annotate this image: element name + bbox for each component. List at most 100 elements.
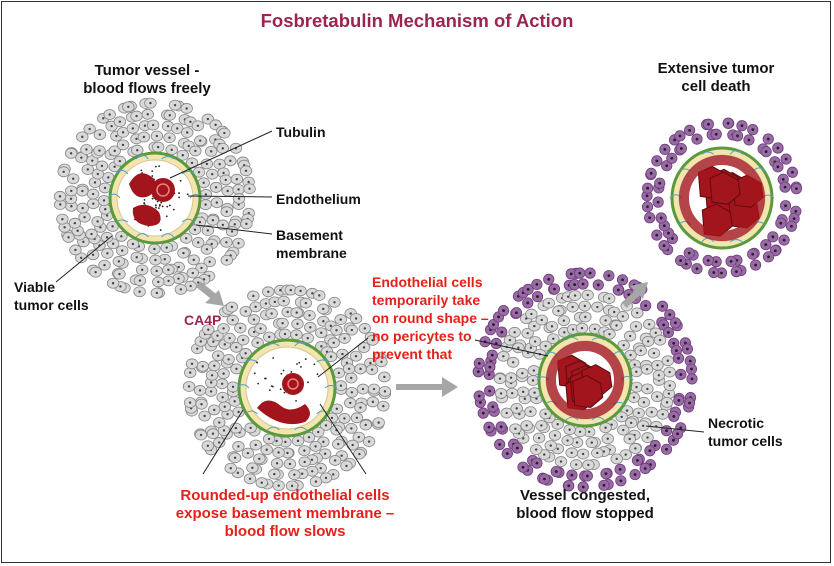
cell-nucleus: [655, 233, 659, 237]
cell-nucleus: [111, 282, 115, 285]
cell-nucleus: [343, 417, 346, 420]
cell-nucleus: [635, 311, 639, 315]
cell-nucleus: [720, 271, 723, 275]
cell-nucleus: [383, 390, 387, 393]
cell-nucleus: [283, 332, 287, 336]
cell-nucleus: [185, 237, 188, 240]
cell-nucleus: [121, 131, 125, 134]
figure-title: Fosbretabulin Mechanism of Action: [260, 10, 574, 31]
label-viable-line-2: tumor cells: [14, 297, 89, 313]
cell-nucleus: [200, 402, 203, 406]
cell-nucleus: [556, 447, 560, 451]
cell-nucleus: [550, 325, 554, 328]
cell-nucleus: [251, 466, 254, 470]
cell-nucleus: [118, 159, 122, 163]
cell-nucleus: [332, 473, 335, 476]
red-blood-cell: [257, 400, 310, 425]
cell-nucleus: [620, 415, 623, 419]
cell-nucleus: [102, 117, 105, 120]
cell-nucleus: [254, 305, 257, 309]
cell-nucleus: [233, 400, 236, 403]
label-extensive-cell-death: Extensive tumor cell death: [628, 60, 804, 96]
label-death-line-1: Extensive tumor: [657, 60, 775, 77]
cell-nucleus: [677, 399, 681, 402]
cell-nucleus: [200, 266, 203, 270]
cell-nucleus: [552, 337, 555, 340]
cell-nucleus: [792, 217, 796, 220]
cell-nucleus: [526, 287, 530, 291]
cell-nucleus: [633, 473, 637, 476]
cell-nucleus: [672, 415, 676, 418]
red-blood-cell: [282, 373, 304, 395]
cell-nucleus: [509, 376, 513, 379]
plasma-dot: [178, 192, 180, 194]
cell-nucleus: [627, 293, 631, 297]
cell-nucleus: [369, 361, 372, 365]
cell-nucleus: [557, 309, 560, 313]
tubulin-fibre: [729, 239, 743, 243]
cell-nucleus: [59, 203, 62, 206]
stage-1-normal-vessel: [53, 97, 256, 299]
tubulin-fibre: [181, 218, 195, 223]
cell-nucleus: [98, 149, 101, 152]
cell-nucleus: [118, 272, 121, 276]
cell-nucleus: [155, 269, 158, 273]
cell-nucleus: [670, 156, 674, 160]
cell-nucleus: [622, 344, 625, 347]
cell-nucleus: [62, 170, 65, 173]
cell-nucleus: [648, 323, 651, 326]
cell-nucleus: [637, 411, 640, 415]
cell-nucleus: [350, 427, 353, 430]
cell-nucleus: [165, 246, 168, 249]
label-temporary-round-shape: Endothelial cells temporarily take on ro…: [372, 273, 489, 363]
arrow-down-to-stage-2: [195, 281, 224, 306]
cell-nucleus: [131, 242, 135, 246]
cell-nucleus: [193, 228, 197, 231]
cell-nucleus: [490, 353, 494, 357]
cell-nucleus: [510, 392, 514, 395]
cell-nucleus: [199, 340, 202, 343]
cell-nucleus: [531, 379, 535, 382]
cell-nucleus: [153, 247, 156, 251]
cell-nucleus: [740, 124, 744, 128]
cell-nucleus: [593, 327, 597, 331]
cell-nucleus: [83, 216, 86, 219]
cell-nucleus: [580, 326, 584, 330]
cell-nucleus: [508, 338, 512, 342]
cell-nucleus: [76, 229, 79, 232]
cell-nucleus: [231, 385, 235, 389]
cell-nucleus: [672, 341, 676, 345]
plasma-dot: [283, 391, 286, 394]
cell-nucleus: [211, 172, 214, 176]
plasma-dot: [298, 361, 301, 364]
cell-nucleus: [676, 432, 679, 436]
cell-nucleus: [310, 470, 314, 473]
cell-nucleus: [350, 376, 353, 380]
cell-nucleus: [361, 387, 365, 391]
cell-nucleus: [173, 103, 177, 107]
cell-nucleus: [61, 217, 64, 221]
cell-nucleus: [608, 297, 611, 300]
tubulin-fibre: [701, 151, 715, 155]
plasma-dot: [253, 372, 256, 375]
cell-nucleus: [254, 443, 257, 447]
cell-nucleus: [264, 302, 268, 305]
cell-highlight: [287, 378, 299, 390]
cell-nucleus: [612, 310, 616, 314]
cell-nucleus: [260, 481, 263, 484]
cell-nucleus: [355, 416, 359, 420]
cell-nucleus: [587, 430, 591, 434]
cell-nucleus: [537, 436, 541, 440]
cell-nucleus: [573, 283, 577, 286]
cell-nucleus: [236, 471, 240, 475]
cell-nucleus: [515, 311, 518, 315]
stage-2-rounded-cells-vessel: [182, 284, 392, 492]
cell-nucleus: [646, 340, 650, 343]
cell-nucleus: [341, 352, 344, 356]
cell-nucleus: [679, 426, 683, 430]
cell-nucleus: [233, 456, 237, 460]
cell-nucleus: [198, 220, 202, 224]
cell-nucleus: [764, 243, 768, 247]
cell-nucleus: [562, 319, 566, 322]
